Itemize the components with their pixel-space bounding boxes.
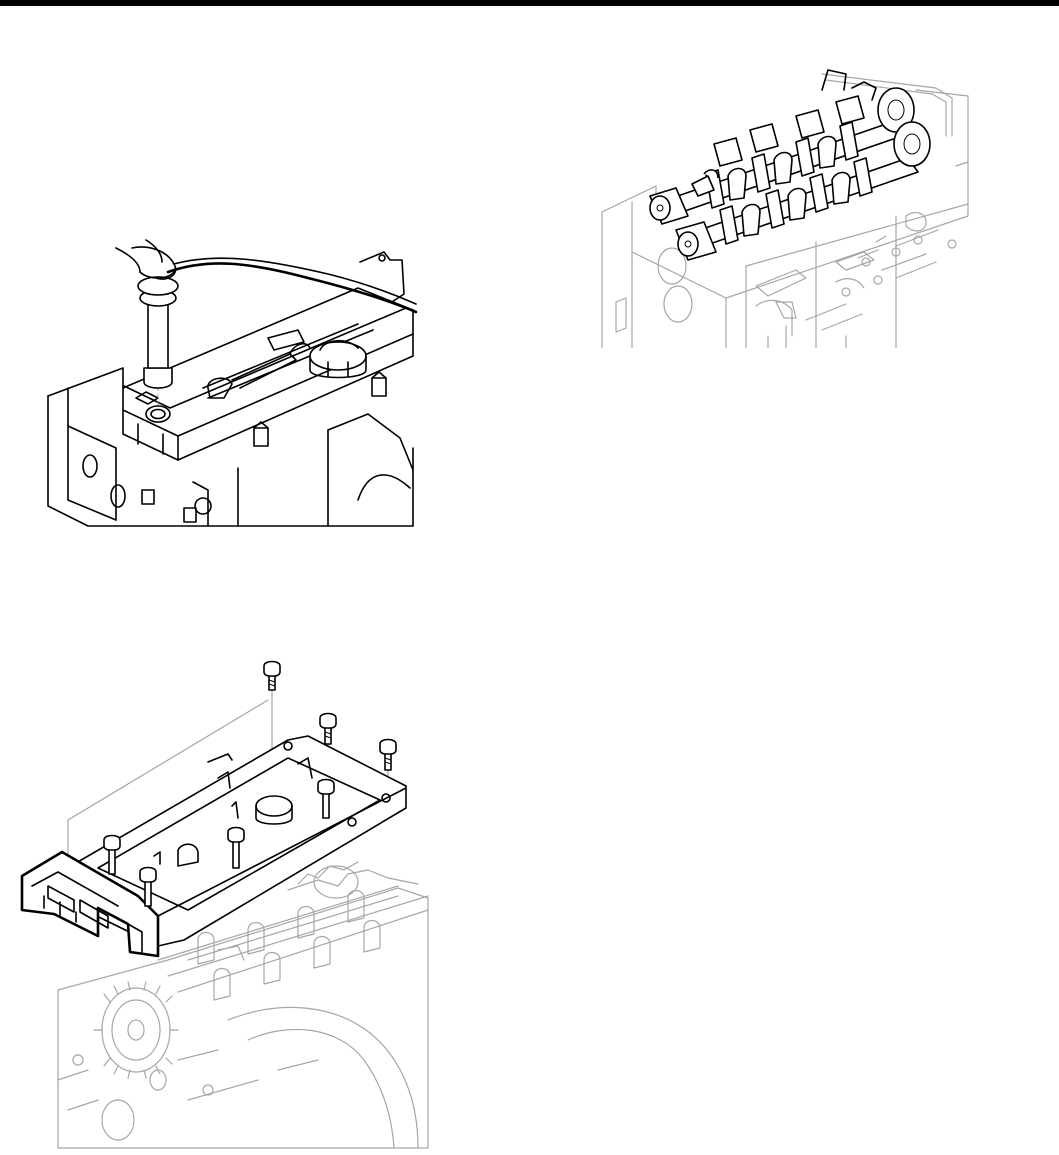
spark-plug-cable-removal-illustration: [28, 238, 418, 530]
camshaft-assembly-illustration: [596, 66, 972, 348]
camshaft-assembly-drawing: [596, 66, 972, 348]
spark-plug-cable-removal-drawing: [28, 238, 418, 530]
cylinder-head-cover-exploded-illustration: [18, 660, 436, 1150]
header-bar: [0, 0, 1059, 6]
cylinder-head-cover-exploded-drawing: [18, 660, 436, 1150]
